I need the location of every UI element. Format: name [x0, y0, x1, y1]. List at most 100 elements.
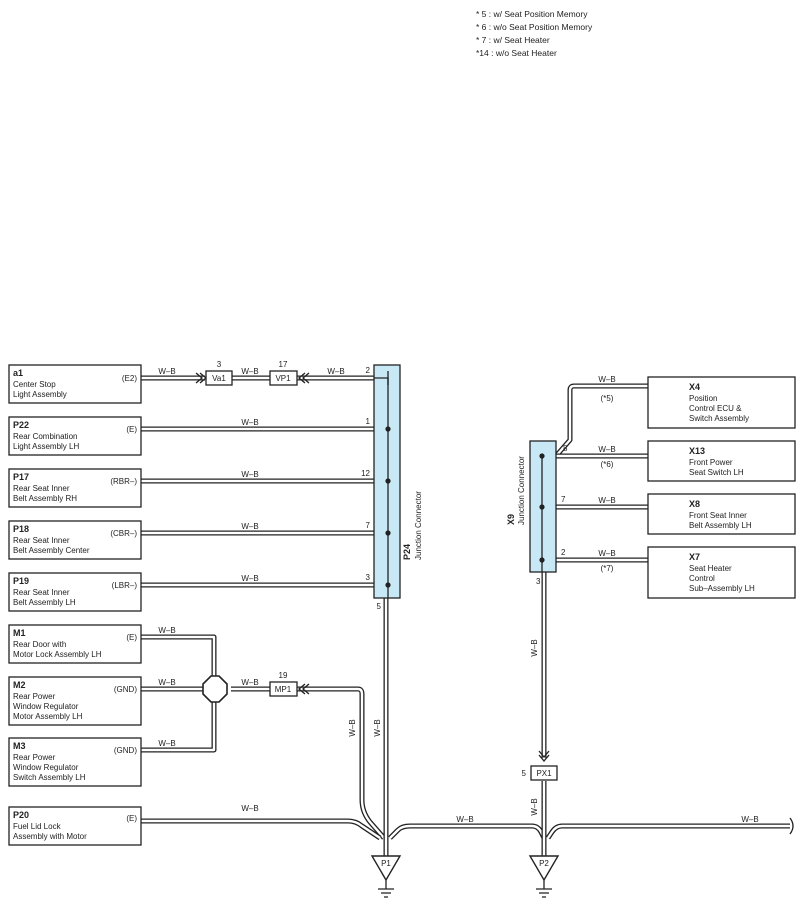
component-name: Rear Seat Inner [13, 588, 70, 597]
junction-code: P24 [402, 544, 412, 560]
wire-label: W–B [241, 470, 258, 479]
component-name: Front Seat Inner [689, 511, 747, 520]
terminal-label: (E) [126, 425, 137, 434]
component-x4: X4 Position Control ECU & Switch Assembl… [598, 375, 796, 429]
junction-connector-x9: 8 7 2 3 X9 Junction Connector [506, 440, 568, 586]
component-a1: a1 Center Stop Light Assembly (E2) [8, 364, 142, 404]
component-name: Front Power [689, 458, 733, 467]
component-code: P20 [13, 810, 29, 820]
note-line: * 5 : w/ Seat Position Memory [476, 9, 588, 19]
pin-label: 12 [361, 469, 370, 478]
connector-code: PX1 [536, 769, 552, 778]
component-name: Center Stop [13, 380, 56, 389]
wire-label: W–B [327, 367, 344, 376]
option-note: (*5) [601, 394, 614, 403]
pin-label: 5 [377, 602, 382, 611]
component-name: Rear Power [13, 753, 56, 762]
wire-label: W–B [530, 798, 539, 815]
note-line: * 7 : w/ Seat Heater [476, 35, 550, 45]
component-code: M1 [13, 628, 26, 638]
component-name: Assembly with Motor [13, 832, 87, 841]
ground-icon [536, 880, 552, 898]
component-name: Window Regulator [13, 763, 79, 772]
left-components: a1 Center Stop Light Assembly (E2) P22 R… [8, 364, 142, 846]
wire-label: W–B [241, 367, 258, 376]
wire-label: W–B [158, 678, 175, 687]
component-name: Window Regulator [13, 702, 79, 711]
component-m3: M3 Rear Power Window Regulator Switch As… [8, 737, 142, 787]
wire-label: W–B [158, 367, 175, 376]
component-code: X4 [689, 382, 700, 392]
wire-label: W–B [598, 445, 615, 454]
component-p22: P22 Rear Combination Light Assembly LH (… [8, 416, 142, 456]
component-code: P18 [13, 524, 29, 534]
pin-label: 3 [536, 577, 541, 586]
component-p20: P20 Fuel Lid Lock Assembly with Motor (E… [8, 806, 142, 846]
component-name: Belt Assembly RH [13, 494, 77, 503]
pin-label: 2 [561, 548, 566, 557]
pin-label: 8 [563, 444, 568, 453]
wire-label: W–B [241, 418, 258, 427]
option-note: (*6) [601, 460, 614, 469]
connector-vp1: VP1 17 [269, 360, 310, 386]
component-name: Position [689, 394, 717, 403]
component-code: X13 [689, 446, 705, 456]
junction-name: Junction Connector [414, 491, 423, 560]
component-name: Rear Power [13, 692, 56, 701]
component-p18: P18 Rear Seat Inner Belt Assembly Center… [8, 520, 142, 560]
pin-label: 3 [366, 573, 371, 582]
wire-label: W–B [741, 815, 758, 824]
component-name: Seat Heater [689, 564, 732, 573]
wire-label: W–B [348, 719, 357, 736]
ground-p2: P2 [528, 855, 560, 898]
component-name: Rear Door with [13, 640, 66, 649]
legend-notes: * 5 : w/ Seat Position Memory * 6 : w/o … [476, 9, 593, 58]
component-name: Seat Switch LH [689, 468, 744, 477]
component-name: Belt Assembly LH [13, 598, 76, 607]
connector-pin: 5 [522, 769, 527, 778]
component-p19: P19 Rear Seat Inner Belt Assembly LH (LB… [8, 572, 142, 612]
junction-code: X9 [506, 514, 516, 525]
component-name: Belt Assembly Center [13, 546, 90, 555]
component-name: Switch Assembly [689, 414, 749, 423]
wire-label: W–B [241, 804, 258, 813]
wires [141, 375, 790, 856]
wire-label: W–B [241, 574, 258, 583]
connector-code: Va1 [212, 374, 226, 383]
connector-mp1: MP1 19 [269, 671, 310, 697]
wire-label: W–B [530, 639, 539, 656]
wire-label: W–B [158, 626, 175, 635]
wire-label: W–B [598, 496, 615, 505]
component-name: Rear Combination [13, 432, 77, 441]
wire-label: W–B [373, 719, 382, 736]
ground-code: P1 [381, 859, 391, 868]
junction-connector-p24: 2 1 12 7 3 5 P24 Junction Connector [361, 364, 423, 611]
wire-label: W–B [241, 522, 258, 531]
component-x8: X8 Front Seat Inner Belt Assembly LH W–B [598, 493, 796, 535]
component-m1: M1 Rear Door with Motor Lock Assembly LH… [8, 624, 142, 664]
note-line: * 6 : w/o Seat Position Memory [476, 22, 593, 32]
terminal-label: (GND) [114, 746, 137, 755]
option-note: (*7) [601, 564, 614, 573]
ground-p1: P1 [370, 855, 402, 898]
component-code: M2 [13, 680, 26, 690]
component-code: P22 [13, 420, 29, 430]
terminal-label: (E2) [122, 374, 137, 383]
wire-continuation-mark [789, 817, 794, 835]
wire-label: W–B [598, 549, 615, 558]
wire-label: W–B [158, 739, 175, 748]
component-name: Sub–Assembly LH [689, 584, 755, 593]
connector-code: MP1 [275, 685, 292, 694]
terminal-label: (CBR–) [110, 529, 137, 538]
component-name: Motor Lock Assembly LH [13, 650, 102, 659]
component-name: Control ECU & [689, 404, 742, 413]
component-code: P17 [13, 472, 29, 482]
terminal-label: (E) [126, 814, 137, 823]
terminal-label: (GND) [114, 685, 137, 694]
component-m2: M2 Rear Power Window Regulator Motor Ass… [8, 676, 142, 726]
connector-pin: 19 [279, 671, 288, 680]
wire-labels-left: W–B W–B W–B W–B W–B W–B W–B W–B W–B W–B … [158, 367, 758, 824]
component-code: a1 [13, 368, 23, 378]
component-name: Light Assembly LH [13, 442, 79, 451]
